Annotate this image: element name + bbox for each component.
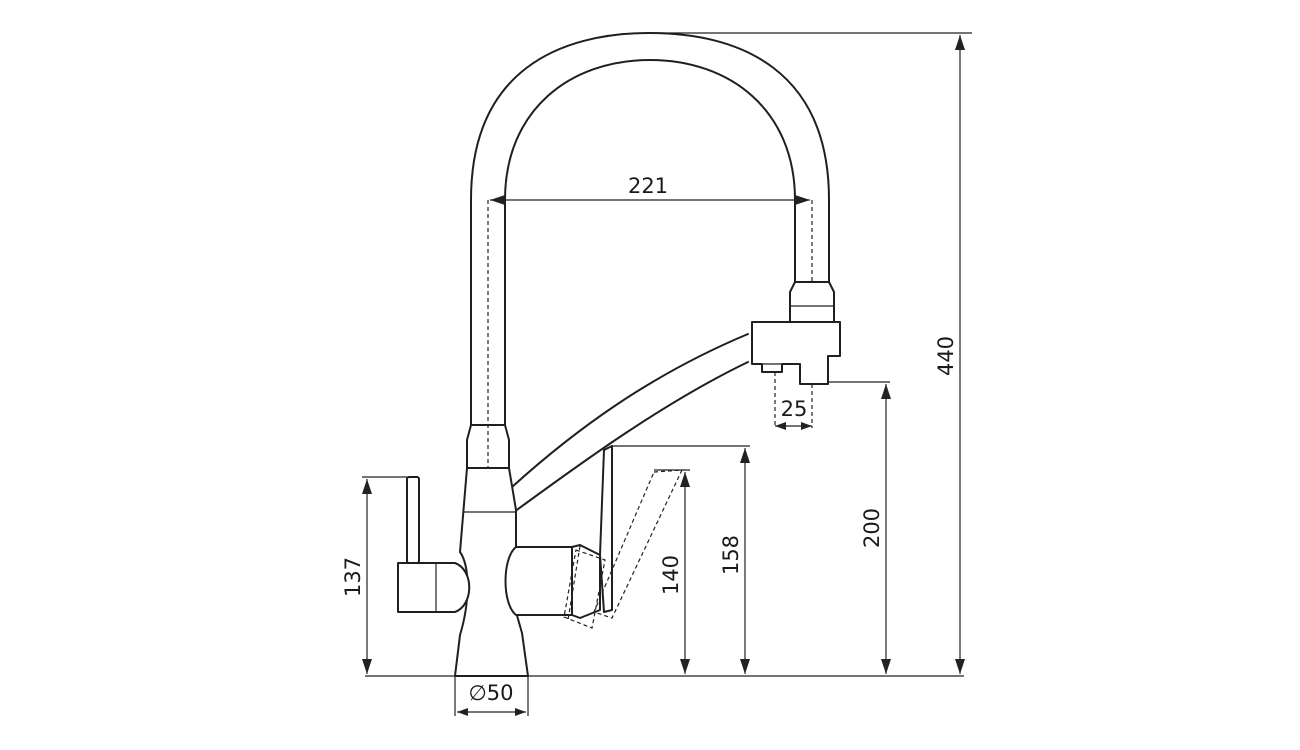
- dim-140-arrow-bottom: [680, 659, 690, 674]
- right-handle-hub: [504, 546, 573, 616]
- dim-140-arrow-top: [680, 472, 690, 487]
- dim-137-arrow-top: [362, 479, 372, 494]
- dim-50-arrow-left: [457, 708, 468, 716]
- label-200: 200: [860, 508, 884, 548]
- spout-head-connector: [789, 281, 835, 323]
- dim-25-arrow-right: [801, 422, 812, 430]
- label-140: 140: [659, 555, 683, 595]
- dim-200-arrow-bottom: [881, 659, 891, 674]
- upright-lever: [599, 445, 613, 613]
- dim-158-arrow-top: [740, 448, 750, 463]
- dim-440-arrow-top: [955, 35, 965, 50]
- diameter-symbol: ∅: [468, 681, 486, 705]
- outlet-block: [751, 321, 841, 385]
- label-137: 137: [341, 557, 365, 597]
- label-diameter-50: ∅50: [468, 681, 513, 705]
- dim-221-arrow-left: [490, 195, 505, 205]
- dim-137-arrow-bottom: [362, 659, 372, 674]
- tilted-hub-dashed: [563, 549, 606, 629]
- left-handle-hub: [397, 562, 471, 613]
- tilted-hub-edge: [567, 545, 581, 621]
- dim-25-arrow-left: [775, 422, 786, 430]
- dim-158-arrow-bottom: [740, 659, 750, 674]
- dimension-labels: 221 25 440 200 158 140 137 ∅50: [341, 174, 958, 705]
- dim-50-arrow-right: [515, 708, 526, 716]
- tilted-lever-dashed: [593, 469, 683, 619]
- label-440: 440: [934, 336, 958, 376]
- diameter-value: 50: [487, 681, 514, 705]
- label-158: 158: [719, 535, 743, 575]
- faucet-outline: [365, 32, 964, 677]
- label-221: 221: [628, 174, 668, 198]
- left-handle-lever: [406, 476, 420, 564]
- dim-440-arrow-bottom: [955, 659, 965, 674]
- label-25: 25: [781, 397, 808, 421]
- dim-221-arrow-right: [795, 195, 810, 205]
- side-spout-arm-lower: [513, 361, 749, 513]
- right-handle-cap: [571, 544, 601, 619]
- gooseneck-inner: [504, 59, 796, 426]
- dimension-lines: [362, 32, 972, 716]
- dim-200-arrow-top: [881, 384, 891, 399]
- side-spout-arm: [511, 333, 749, 488]
